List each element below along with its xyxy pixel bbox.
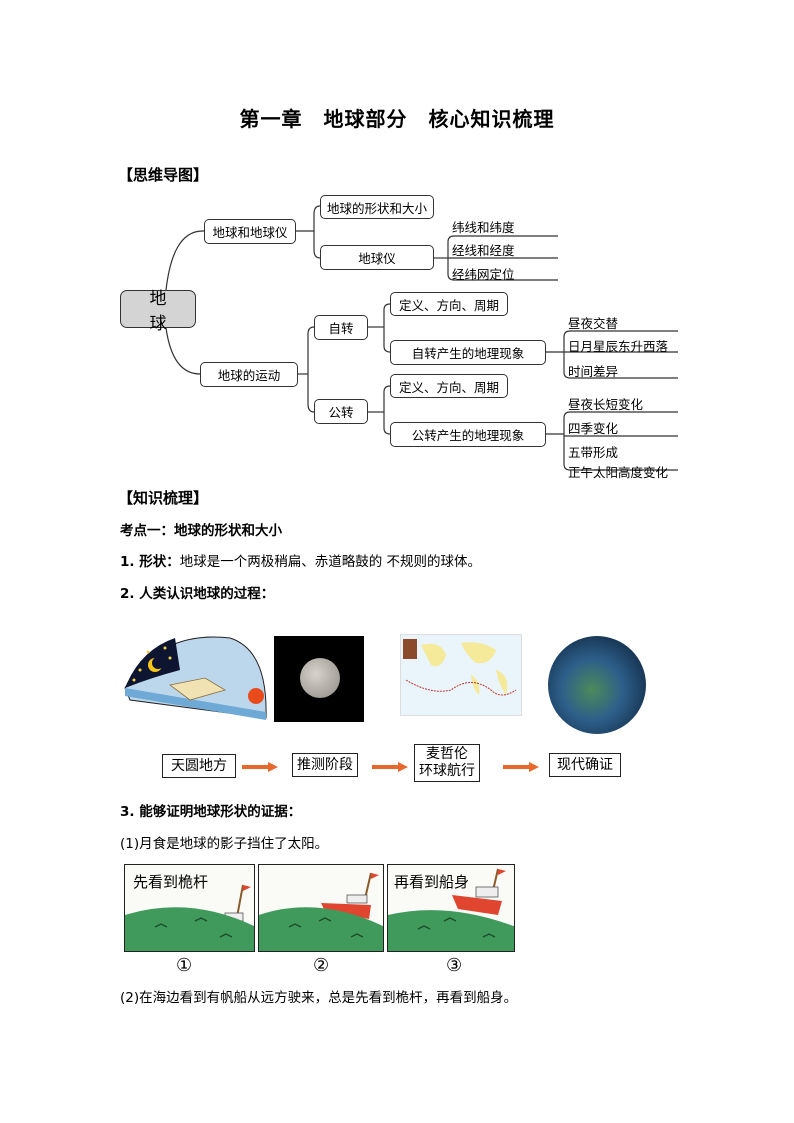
panel-number-1: ①: [176, 955, 193, 976]
knowledge-heading: 【知识梳理】: [118, 489, 209, 507]
page-title: 第一章 地球部分 核心知识梳理: [239, 107, 555, 131]
stage-heaven-round-earth-square: 天圆地方: [162, 754, 236, 778]
stage-3-line-2: 环球航行: [419, 763, 475, 779]
ship-panel-3-caption: 再看到船身: [394, 873, 470, 891]
mindmap-node-revolution-phenomena: 公转产生的地理现象: [390, 422, 546, 447]
ship-panel-1: 先看到桅杆: [124, 864, 255, 952]
mindmap-node-revolution-definition: 定义、方向、周期: [390, 374, 508, 398]
mindmap-leaf-time-difference: 时间差异: [568, 364, 619, 379]
moon-photo: [274, 636, 364, 722]
mind-map: 地 球 地球和地球仪 地球的形状和大小 地球仪 纬线和纬度 经线和经度 经纬网定…: [118, 186, 678, 481]
kaodian-1-heading: 考点一：地球的形状和大小: [120, 523, 282, 539]
mindmap-node-earth-motion: 地球的运动: [200, 362, 298, 387]
mindmap-node-shape-and-size: 地球的形状和大小: [320, 195, 434, 219]
mindmap-heading: 【思维导图】: [118, 166, 209, 184]
mindmap-leaf-five-zones: 五带形成: [568, 445, 619, 460]
ship-panel-3: 再看到船身: [387, 864, 515, 952]
mindmap-leaf-longitude: 经线和经度: [452, 243, 515, 258]
mindmap-node-globe-model: 地球仪: [320, 245, 434, 270]
evidence-1: (1)月食是地球的影子挡住了太阳。: [120, 836, 329, 852]
magellan-voyage-map: [400, 634, 522, 716]
item-2-heading: 2. 人类认识地球的过程：: [120, 586, 275, 602]
mindmap-leaf-day-night: 昼夜交替: [568, 316, 619, 331]
mindmap-leaf-noon-sun-height: 正午太阳高度变化: [568, 465, 669, 480]
stage-speculation: 推测阶段: [292, 753, 358, 777]
mindmap-node-globe-and-globe-model: 地球和地球仪: [204, 219, 296, 244]
earth-photo: [548, 636, 646, 734]
evidence-2: (2)在海边看到有帆船从远方驶来，总是先看到桅杆，再看到船身。: [120, 990, 518, 1006]
mindmap-leaf-four-seasons: 四季变化: [568, 421, 619, 436]
mindmap-node-rotation: 自转: [314, 315, 368, 340]
mindmap-leaf-day-length: 昼夜长短变化: [568, 397, 644, 412]
arrow-right-icon: [372, 762, 408, 772]
ship-panel-1-caption: 先看到桅杆: [133, 873, 209, 891]
stage-modern-confirmation: 现代确证: [549, 753, 621, 777]
mindmap-node-rotation-phenomena: 自转产生的地理现象: [390, 340, 546, 365]
item-1-shape: 1. 形状：地球是一个两极稍扁、赤道略鼓的 不规则的球体。: [120, 550, 481, 570]
mindmap-leaf-rise-set: 日月星辰东升西落: [568, 339, 669, 354]
ship-panel-2: [258, 864, 384, 952]
mind-map-connectors: [165, 205, 678, 471]
item-3-heading: 3. 能够证明地球形状的证据：: [120, 804, 302, 820]
arrow-right-icon: [242, 762, 278, 772]
panel-number-2: ②: [313, 955, 330, 976]
panel-number-3: ③: [446, 955, 463, 976]
arrow-right-icon: [503, 762, 539, 772]
stage-3-line-1: 麦哲伦: [426, 746, 468, 763]
mindmap-node-revolution: 公转: [314, 399, 368, 424]
mindmap-root-node: 地 球: [120, 289, 196, 334]
mindmap-node-rotation-definition: 定义、方向、周期: [390, 292, 508, 316]
mindmap-leaf-grid-location: 经纬网定位: [452, 267, 515, 282]
heaven-round-earth-square-illustration: [124, 636, 267, 720]
mindmap-leaf-latitude: 纬线和纬度: [452, 220, 515, 235]
item-1-label: 1. 形状：: [120, 554, 180, 570]
item-1-text: 地球是一个两极稍扁、赤道略鼓的 不规则的球体。: [179, 554, 482, 570]
stage-magellan-circumnavigation: 麦哲伦 环球航行: [414, 744, 480, 782]
